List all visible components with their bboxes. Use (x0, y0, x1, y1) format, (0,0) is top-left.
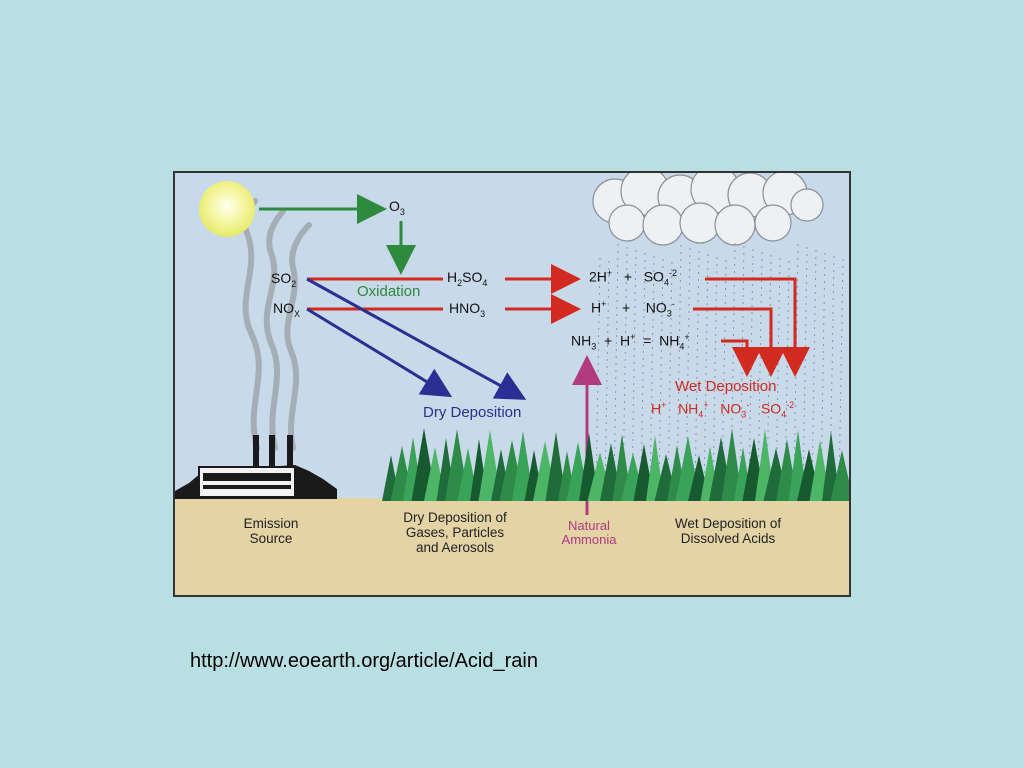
rain-streak (604, 260, 610, 492)
rain-streak (658, 258, 664, 492)
factory (175, 435, 337, 499)
rain-streak (703, 253, 709, 492)
so2-dry-arrow (306, 277, 527, 400)
forest (382, 428, 849, 501)
smoke-plumes (241, 198, 312, 451)
dry-deposition-label: Dry Deposition (423, 404, 522, 421)
acid-rain-diagram: O3 SO2 NOX Oxidation H2SO4 HNO3 2H+ + SO… (173, 171, 851, 597)
cloud-puff (790, 188, 824, 222)
rain-streak (811, 249, 817, 492)
cloud-puff (754, 204, 792, 242)
wet-ions-label: H+ NH4+ NO3- SO4-2 (651, 400, 795, 420)
wet-deposition-label: Wet Deposition (675, 378, 777, 395)
cloud-puff (679, 202, 721, 244)
equation-nitric: H+ + NO3- (591, 299, 675, 319)
natural-ammonia-label: Natural Ammonia (561, 518, 617, 548)
rain-streak (631, 249, 637, 492)
rain-streak (694, 250, 700, 492)
emission-source-label: Emission Source (243, 516, 299, 546)
h2so4-label: H2SO4 (447, 269, 488, 288)
cloud-puff (714, 204, 756, 246)
sun (199, 181, 255, 237)
nh4-to-wet-arrow (721, 339, 762, 377)
hno3-label: HNO3 (449, 300, 486, 319)
nox-dry-arrow (306, 307, 453, 398)
cloud-puff (642, 204, 684, 246)
ground (175, 498, 849, 595)
dry-deposition-ground-label: Dry Deposition of Gases, Particles and A… (403, 510, 507, 555)
equation-ammonium: NH3 + H+ = NH4+ (571, 332, 690, 352)
o3-label: O3 (389, 198, 405, 217)
so2-label: SO2 (271, 270, 297, 289)
wet-deposition-ground-label: Wet Deposition of Dissolved Acids (674, 516, 782, 546)
oxidation-label: Oxidation (357, 283, 421, 300)
tree (830, 450, 849, 501)
no3-to-wet-arrow (693, 307, 786, 377)
diagram-graphics (175, 173, 849, 595)
cloud-puff (608, 204, 646, 242)
rain-streak (820, 252, 826, 492)
rain-clouds (592, 173, 824, 246)
rain-streak (712, 256, 718, 492)
source-url-link[interactable]: http://www.eoearth.org/article/Acid_rain (190, 650, 538, 672)
rain-streak (739, 245, 745, 492)
rain-streak (640, 252, 646, 492)
rain-streak (667, 261, 673, 492)
so4-to-wet-arrow (705, 277, 810, 377)
equation-sulfuric: 2H+ + SO4-2 (589, 268, 677, 288)
rain-streak (802, 246, 808, 492)
nox-label: NOX (273, 300, 301, 319)
